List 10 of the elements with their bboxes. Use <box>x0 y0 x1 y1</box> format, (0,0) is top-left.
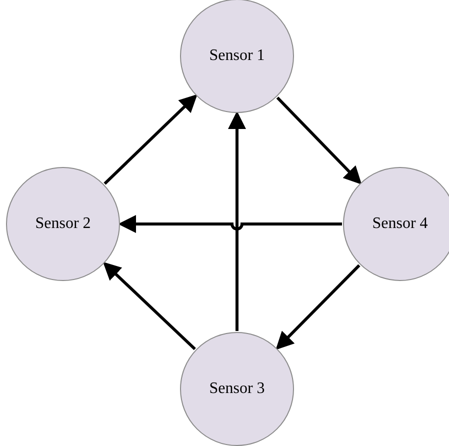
arrow <box>228 111 246 331</box>
arrow <box>104 94 198 185</box>
arrow <box>118 215 342 233</box>
node-label: Sensor 1 <box>209 46 265 66</box>
node-label: Sensor 2 <box>35 214 91 234</box>
node-label: Sensor 4 <box>372 214 428 234</box>
arrow <box>276 96 362 185</box>
node-label: Sensor 3 <box>209 379 265 399</box>
arrow <box>102 262 196 350</box>
arrow <box>276 264 360 350</box>
